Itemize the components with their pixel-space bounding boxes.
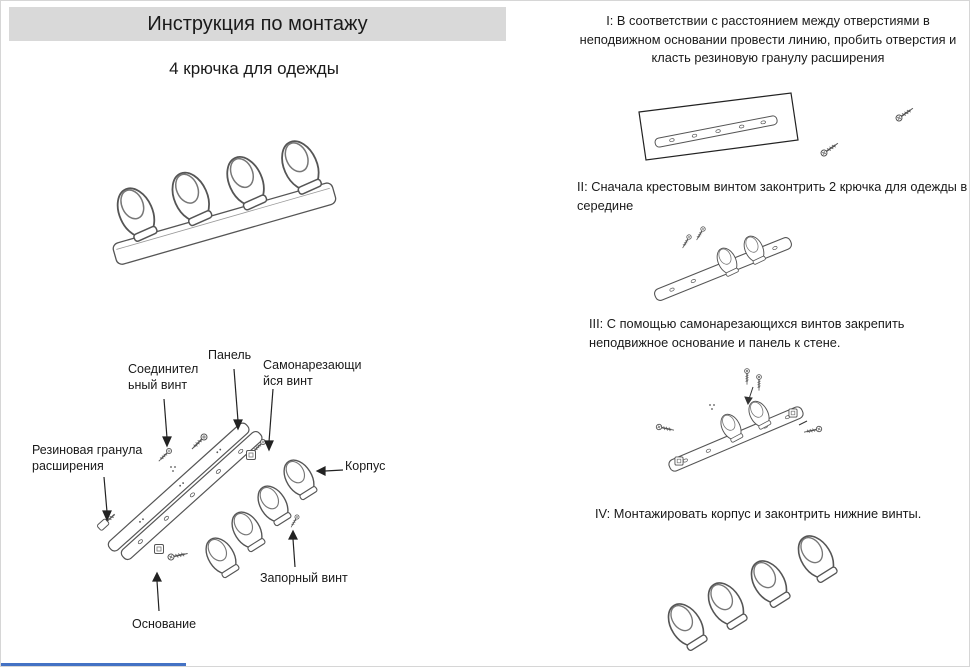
- bottom-blue-strip: [1, 663, 186, 666]
- callout-arrows: [102, 368, 344, 612]
- base-and-panel-plates: [107, 422, 263, 561]
- exploded-parts-drawing: [97, 368, 344, 612]
- insert-arrows: [744, 386, 808, 426]
- product-subtitle: 4 крючка для одежды: [169, 59, 339, 78]
- self-tapping-screw-icon: [743, 367, 751, 386]
- step-1-diagram: [638, 92, 916, 161]
- hook-body-icon: [277, 454, 322, 503]
- connecting-screw-icon: [189, 431, 210, 452]
- hole-marks: [170, 466, 176, 472]
- step-1-text: I: В соответствии с расстоянием между от…: [579, 13, 957, 66]
- hook-body-icon: [251, 480, 296, 529]
- label-locking-screw: Запорный винт: [260, 571, 348, 585]
- step-2-diagram: [654, 225, 792, 301]
- screw-icon: [655, 423, 676, 434]
- label-panel: Панель: [208, 348, 252, 362]
- label-base: Основание: [132, 617, 197, 631]
- self-tapping-screw-icon: [755, 373, 763, 392]
- cross-screw-icon: [694, 225, 707, 242]
- locking-screw-icon: [166, 549, 190, 562]
- hook-body-icon: [660, 596, 713, 655]
- hook-knob-icon: [219, 150, 273, 214]
- assembled-rack-drawing: [109, 134, 337, 265]
- page-title: Инструкция по монтажу: [9, 7, 506, 41]
- step-4-text: IV: Монтажировать корпус и законтрить ни…: [595, 506, 922, 521]
- hook-knob-icon: [109, 181, 163, 245]
- label-body: Корпус: [345, 459, 386, 473]
- step-3-text: III: С помощью самонарезающихся винтов з…: [589, 316, 905, 350]
- screw-icon: [156, 446, 174, 464]
- hook-body-icon: [743, 553, 796, 612]
- screw-icon: [819, 139, 841, 158]
- hook-body-icon: [700, 575, 753, 634]
- nut-icon: [674, 456, 684, 466]
- nut-icon: [154, 544, 164, 554]
- nut-icon: [246, 450, 256, 460]
- hook-knob-icon: [274, 134, 328, 198]
- screw-icon: [894, 104, 916, 123]
- cross-screw-icon: [680, 233, 693, 250]
- hook-body-icon: [225, 506, 270, 555]
- rubber-granule-icon: [97, 513, 116, 531]
- step-4-diagram: [660, 528, 843, 655]
- label-rubber-granule: Резиновая гранула расширения: [32, 443, 143, 473]
- marked-base-plate: [654, 115, 778, 148]
- step-2-text: II: Сначала крестовым винтом законтрить …: [577, 179, 968, 213]
- nut-icon: [788, 408, 798, 418]
- step-3-diagram: [655, 367, 823, 472]
- hook-body-icon: [790, 528, 843, 587]
- hole-marks: [709, 404, 715, 410]
- screw-icon: [802, 425, 823, 436]
- label-connecting-screw: Соединительный винт: [128, 362, 199, 392]
- hook-body-icon: [199, 532, 244, 581]
- hook-knob-icon: [164, 165, 218, 230]
- label-self-tapping-screw: Самонарезающийся винт: [263, 358, 362, 388]
